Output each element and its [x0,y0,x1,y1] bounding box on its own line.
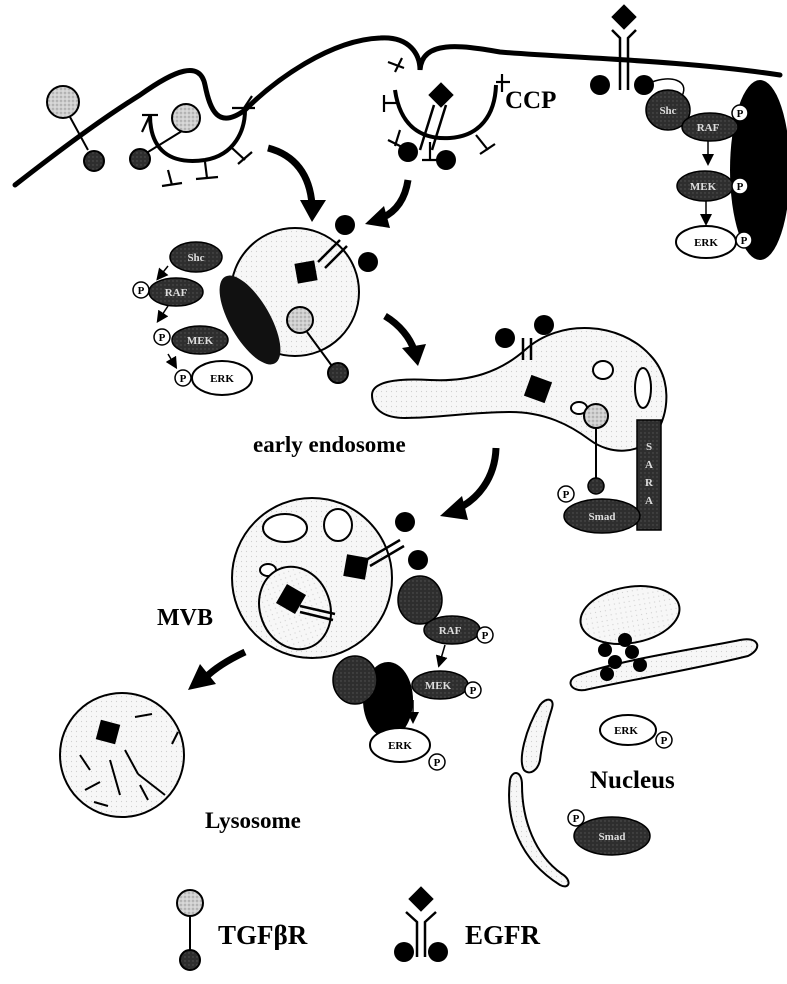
tgfbr-receptor-membrane [47,86,104,171]
legend-egfr-icon [394,886,448,962]
arrow-to-vesicle-left [268,148,312,205]
svg-text:MEK: MEK [690,181,717,193]
svg-text:P: P [563,489,570,501]
svg-text:P: P [138,285,145,297]
egfr-receptor-surface [590,4,684,96]
svg-text:P: P [737,181,744,193]
mek-mvb: MEK P [412,671,481,699]
erk-mvb: ERK P [370,728,445,770]
arrow-to-lysosome [205,652,245,678]
legend-tgfbr-label: TGFβR [218,920,308,950]
arrow-to-early-endosome [385,316,414,350]
sara-protein: S A R A [637,420,661,530]
svg-text:A: A [645,459,653,471]
svg-text:P: P [737,108,744,120]
svg-text:R: R [645,477,654,489]
arrow-to-vesicle-right [382,180,408,218]
svg-text:ERK: ERK [694,237,718,249]
ccp-label: CCP [505,87,556,114]
lysosome-label: Lysosome [205,808,301,833]
svg-text:P: P [741,235,748,247]
svg-text:S: S [646,441,652,453]
svg-text:ERK: ERK [388,740,412,752]
svg-text:RAF: RAF [439,625,462,637]
legend-tgfbr-icon [177,890,203,970]
svg-text:P: P [661,735,668,747]
nucleus-label: Nucleus [590,767,675,794]
tgfbr-receptor-endosome [584,404,608,494]
raf-vesicle: P RAF [133,278,203,306]
legend-egfr-label: EGFR [465,920,541,950]
svg-text:Smad: Smad [589,511,616,523]
raf-mvb: RAF P [424,616,493,644]
svg-text:A: A [645,495,653,507]
svg-text:P: P [482,630,489,642]
shc-mvb [398,576,442,624]
egfr-receptor-ccp [398,82,456,170]
erk-vesicle: P ERK [175,361,252,395]
svg-text:MEK: MEK [425,680,452,692]
svg-text:Smad: Smad [599,831,626,843]
mek-vesicle: P MEK [154,326,228,354]
svg-text:ERK: ERK [614,725,638,737]
svg-text:ERK: ERK [210,373,234,385]
shc-vesicle: Shc [170,242,222,272]
lysosome [60,693,184,817]
svg-text:P: P [573,813,580,825]
svg-text:Shc: Shc [187,252,204,264]
svg-text:P: P [159,332,166,344]
svg-text:RAF: RAF [165,287,188,299]
early-endosome-label: early endosome [253,432,406,457]
svg-text:P: P [470,685,477,697]
svg-text:RAF: RAF [697,122,720,134]
erk-nucleus: ERK P [600,715,672,748]
svg-text:MEK: MEK [187,335,214,347]
svg-text:P: P [434,757,441,769]
svg-text:Shc: Shc [659,105,676,117]
mvb-label: MVB [157,605,213,631]
smad-nucleus: P Smad [568,810,650,855]
svg-text:P: P [180,373,187,385]
